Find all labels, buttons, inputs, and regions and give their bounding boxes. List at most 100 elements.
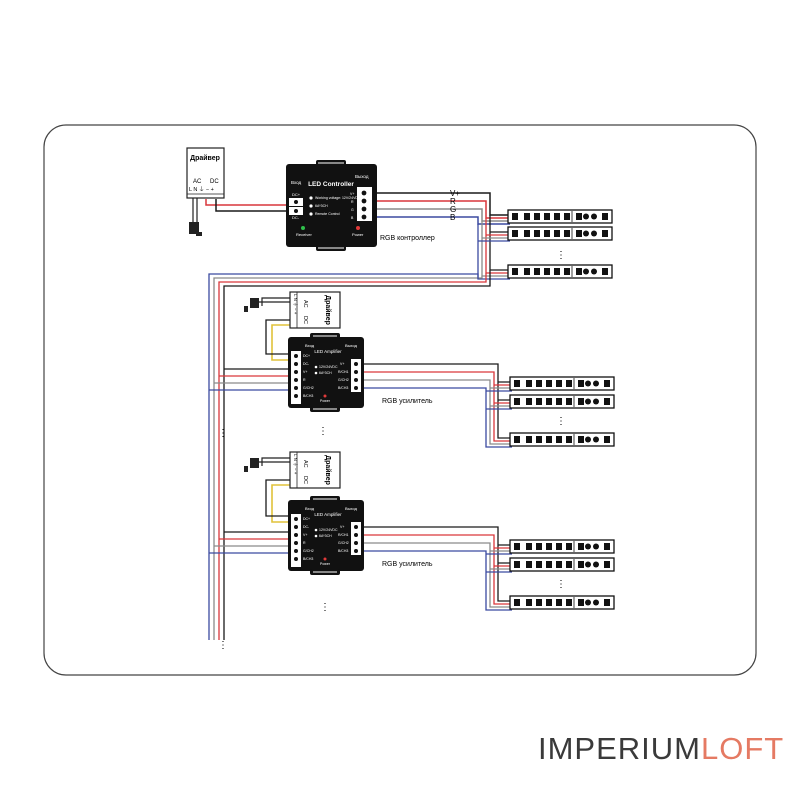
svg-text:B/CH3: B/CH3	[303, 557, 313, 561]
svg-text:G: G	[351, 208, 354, 212]
svg-text:R: R	[303, 378, 306, 382]
controller-feature-3: Remote Control	[315, 212, 340, 216]
continuation-mark: ⋮	[556, 250, 566, 261]
bus-b	[208, 273, 479, 640]
continuation-mark: ⋮	[218, 428, 228, 439]
svg-text:DC+: DC+	[303, 354, 310, 358]
bus-g	[213, 276, 483, 640]
controller-title: LED Controller	[308, 181, 354, 188]
ctrl-b-wire	[372, 216, 510, 225]
driver-minus-wire	[215, 199, 290, 212]
driver-amp-1: Драйвер AC DC L N ⏚ − +	[289, 291, 341, 329]
wire-bundle	[205, 192, 512, 640]
svg-text:DC+: DC+	[292, 192, 301, 197]
ctrl-r-wire	[372, 200, 510, 219]
amp-output-terminal	[351, 359, 361, 392]
driver-amp-2: Драйвер AC DC L N ⏚ − +	[289, 451, 341, 489]
svg-text:6A*3CH: 6A*3CH	[319, 534, 332, 538]
svg-text:Выход: Выход	[345, 343, 358, 348]
svg-text:Выход: Выход	[345, 506, 358, 511]
svg-text:Вход: Вход	[305, 506, 315, 511]
plug-amp-2	[244, 457, 290, 472]
plug-icon	[189, 222, 199, 234]
svg-text:6A*3CH: 6A*3CH	[319, 371, 332, 375]
bus-r	[218, 273, 487, 640]
diagram-frame	[43, 124, 757, 676]
wire-label-r: R	[450, 197, 456, 206]
svg-text:DC-: DC-	[292, 215, 300, 220]
led-strip-segment	[509, 595, 615, 610]
power-led	[323, 557, 327, 561]
svg-text:G/CH2: G/CH2	[303, 386, 314, 390]
rgb-amplifier-1: LED Amplifier Вход Выход DC+ DC- V+ R G/…	[288, 333, 364, 412]
driver-plus-wire	[205, 199, 290, 206]
rgb-controller: LED Controller Вход Выход DC+ DC- Workin…	[286, 160, 377, 251]
power-led	[356, 226, 360, 230]
continuation-mark: ⋮	[556, 416, 566, 427]
amplifier-2-caption: RGB усилитель	[382, 561, 433, 568]
svg-text:B/CH3: B/CH3	[338, 549, 348, 553]
svg-text:DC: DC	[302, 316, 308, 324]
svg-text:R: R	[303, 541, 306, 545]
svg-text:R: R	[351, 200, 354, 204]
led-strip-segment	[509, 539, 615, 554]
plug-amp-1	[244, 297, 290, 312]
svg-text:V+: V+	[303, 533, 307, 537]
controller-output-terminal	[357, 187, 372, 221]
power-led	[323, 394, 327, 398]
amp-input-terminal	[291, 514, 301, 567]
amplifier-1-caption: RGB усилитель	[382, 398, 433, 405]
svg-text:V+: V+	[303, 370, 307, 374]
driver-title: Драйвер	[190, 154, 220, 162]
controller-receiver-label: Receiver	[296, 232, 312, 237]
plug-icon	[250, 298, 259, 308]
driver-main: Драйвер AC DC L N ⏚ − +	[186, 147, 225, 236]
svg-text:V+: V+	[340, 525, 344, 529]
svg-text:R/CH1: R/CH1	[338, 533, 349, 537]
svg-text:Драйвер: Драйвер	[324, 455, 332, 485]
svg-text:Вход: Вход	[305, 343, 315, 348]
plug-icon	[250, 458, 259, 468]
controller-feature-1: Working voltage: 12V/24VDC	[315, 196, 361, 200]
svg-text:G/CH2: G/CH2	[303, 549, 314, 553]
led-strip-segment	[509, 394, 615, 409]
continuation-mark: ⋮	[318, 426, 328, 437]
svg-text:B/CH3: B/CH3	[303, 394, 313, 398]
svg-text:V+: V+	[340, 362, 344, 366]
svg-text:L N ⏚ − +: L N ⏚ − +	[293, 454, 299, 475]
rgb-amplifier-2: LED Amplifier Вход Выход DC+ DC- V+ R G/…	[288, 496, 364, 575]
led-strip-segment	[507, 209, 613, 224]
svg-text:Драйвер: Драйвер	[324, 295, 332, 325]
svg-text:R/CH1: R/CH1	[338, 370, 349, 374]
controller-output-label: Выход	[355, 174, 369, 179]
svg-text:DC-: DC-	[303, 362, 310, 366]
amp-input-terminal	[291, 351, 301, 404]
driver-ac-label: AC	[193, 179, 202, 185]
continuation-mark: ⋮	[218, 640, 228, 651]
svg-text:L N ⏚ − +: L N ⏚ − +	[293, 294, 299, 315]
svg-text:LED Amplifier: LED Amplifier	[314, 512, 342, 517]
svg-text:12V/24VDC: 12V/24VDC	[319, 528, 338, 532]
controller-input-label: Вход	[291, 180, 302, 185]
driver-terminals: L N ⏚ − +	[189, 186, 214, 193]
svg-text:12V/24VDC: 12V/24VDC	[319, 365, 338, 369]
led-strip-segment	[509, 432, 615, 447]
controller-caption: RGB контроллер	[380, 235, 435, 242]
svg-text:Power: Power	[320, 399, 331, 403]
led-strip-segment	[509, 376, 615, 391]
controller-power-label: Power	[352, 232, 364, 237]
led-strip-segment	[507, 226, 613, 241]
ctrl-v-wire	[372, 192, 510, 216]
led-strip-segment	[509, 557, 615, 572]
driver-dc-label: DC	[210, 179, 219, 185]
continuation-mark: ⋮	[556, 579, 566, 590]
svg-text:B/CH3: B/CH3	[338, 386, 348, 390]
wire-label-g: G	[450, 205, 456, 214]
controller-feature-2: 6A*3CH	[315, 204, 328, 208]
wire-label-b: B	[450, 213, 455, 222]
svg-text:B: B	[351, 216, 354, 220]
svg-text:AC: AC	[302, 460, 308, 468]
svg-text:G/CH2: G/CH2	[338, 378, 349, 382]
bus-v	[223, 270, 491, 640]
